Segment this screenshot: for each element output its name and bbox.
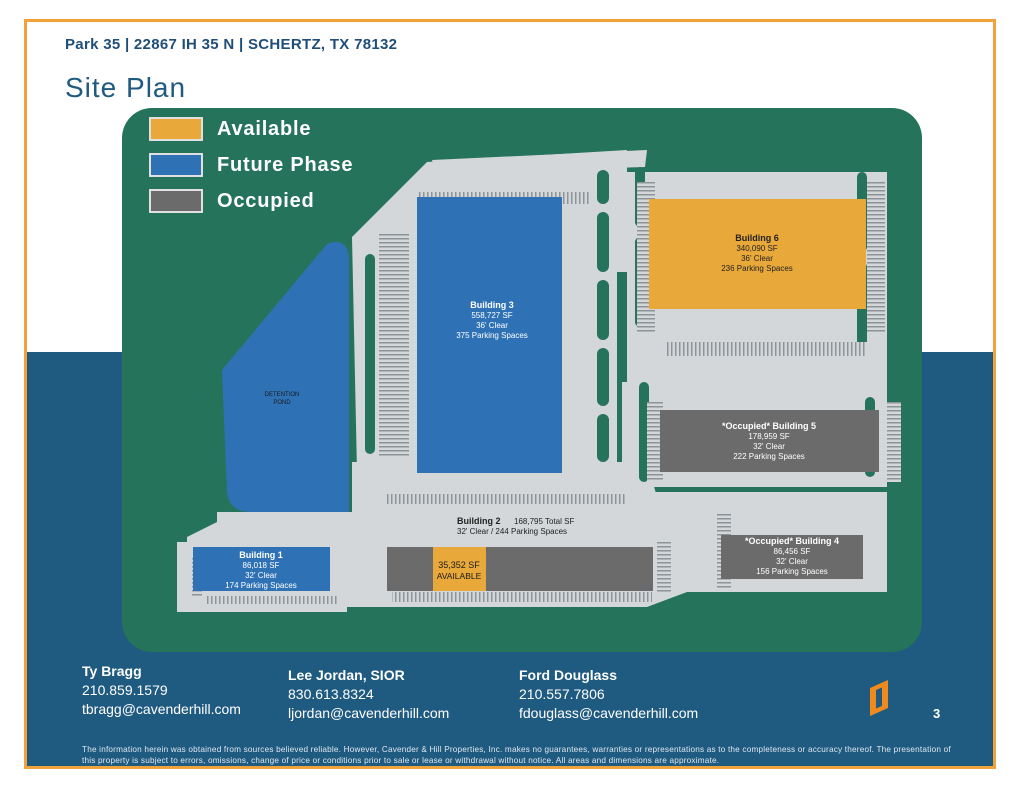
- page-number: 3: [933, 706, 941, 721]
- b3-sf: 558,727 SF: [471, 311, 512, 320]
- pond-label-1: DETENTION: [265, 392, 300, 398]
- b2-clear-parking: 32' Clear / 244 Parking Spaces: [457, 527, 567, 536]
- contact-name: Ford Douglass: [519, 667, 618, 683]
- contact-name: Ty Bragg: [82, 663, 142, 679]
- legend-label-available: Available: [217, 117, 312, 140]
- b2-sf: 168,795 Total SF: [514, 517, 574, 526]
- b2-available-sf: 35,352 SF: [438, 560, 480, 570]
- b1-name: Building 1: [239, 550, 283, 560]
- disclaimer: The information herein was obtained from…: [82, 745, 951, 765]
- b5-parking: 222 Parking Spaces: [733, 452, 805, 461]
- b2-name: Building 2: [457, 516, 501, 526]
- b6-name: Building 6: [735, 233, 779, 243]
- b6-clear: 36' Clear: [741, 254, 773, 263]
- page-frame: Park 35 | 22867 IH 35 N | SCHERTZ, TX 78…: [24, 19, 996, 769]
- building-4-footprint: [721, 535, 863, 579]
- building-2-available-suite: [433, 547, 486, 591]
- contact-lee-jordan: Lee Jordan, SIOR 830.613.8324 ljordan@ca…: [288, 666, 449, 723]
- contact-ty-bragg: Ty Bragg 210.859.1579 tbragg@cavenderhil…: [82, 662, 241, 719]
- cavender-hill-logo-icon: [870, 680, 888, 716]
- legend-available: Available: [149, 115, 311, 143]
- b5-sf: 178,959 SF: [748, 432, 789, 441]
- site-plan-map: Building 3 558,727 SF 36' Clear 375 Park…: [122, 108, 922, 652]
- contact-email[interactable]: tbragg@cavenderhill.com: [82, 701, 241, 717]
- contact-email[interactable]: fdouglass@cavenderhill.com: [519, 705, 699, 721]
- b4-sf: 86,456 SF: [774, 547, 811, 556]
- b1-parking: 174 Parking Spaces: [225, 581, 297, 590]
- legend-swatch-available: [149, 117, 203, 141]
- legend-swatch-future-phase: [149, 153, 203, 177]
- legend-occupied: Occupied: [149, 187, 315, 215]
- b1-sf: 86,018 SF: [243, 561, 280, 570]
- b5-clear: 32' Clear: [753, 442, 785, 451]
- detention-pond: [222, 241, 349, 512]
- b3-parking: 375 Parking Spaces: [456, 331, 528, 340]
- b3-name: Building 3: [470, 300, 514, 310]
- pond-label-2: POND: [273, 400, 291, 406]
- building-1-footprint: [193, 547, 330, 591]
- b1-clear: 32' Clear: [245, 571, 277, 580]
- legend-label-occupied: Occupied: [217, 189, 315, 212]
- building-3-footprint: [417, 197, 562, 473]
- b4-clear: 32' Clear: [776, 557, 808, 566]
- legend-swatch-occupied: [149, 189, 203, 213]
- legend-future-phase: Future Phase: [149, 151, 353, 179]
- contact-name: Lee Jordan, SIOR: [288, 667, 405, 683]
- b5-name: *Occupied* Building 5: [722, 421, 816, 431]
- building-6-footprint: [649, 199, 866, 309]
- contact-phone[interactable]: 210.859.1579: [82, 682, 168, 698]
- b3-clear: 36' Clear: [476, 321, 508, 330]
- building-2-footprint: [387, 547, 653, 591]
- contact-email[interactable]: ljordan@cavenderhill.com: [288, 705, 450, 721]
- building-5-footprint: [660, 410, 879, 472]
- page-title: Site Plan: [65, 72, 187, 103]
- b6-sf: 340,090 SF: [736, 244, 777, 253]
- contact-phone[interactable]: 210.557.7806: [519, 686, 605, 702]
- contact-ford-douglass: Ford Douglass 210.557.7806 fdouglass@cav…: [519, 666, 698, 723]
- b4-parking: 156 Parking Spaces: [756, 567, 828, 576]
- b2-available-label: AVAILABLE: [437, 571, 482, 581]
- property-header: Park 35 | 22867 IH 35 N | SCHERTZ, TX 78…: [65, 36, 398, 53]
- b6-parking: 236 Parking Spaces: [721, 264, 793, 273]
- b4-name: *Occupied* Building 4: [745, 536, 839, 546]
- legend-label-future-phase: Future Phase: [217, 153, 354, 176]
- contact-phone[interactable]: 830.613.8324: [288, 686, 374, 702]
